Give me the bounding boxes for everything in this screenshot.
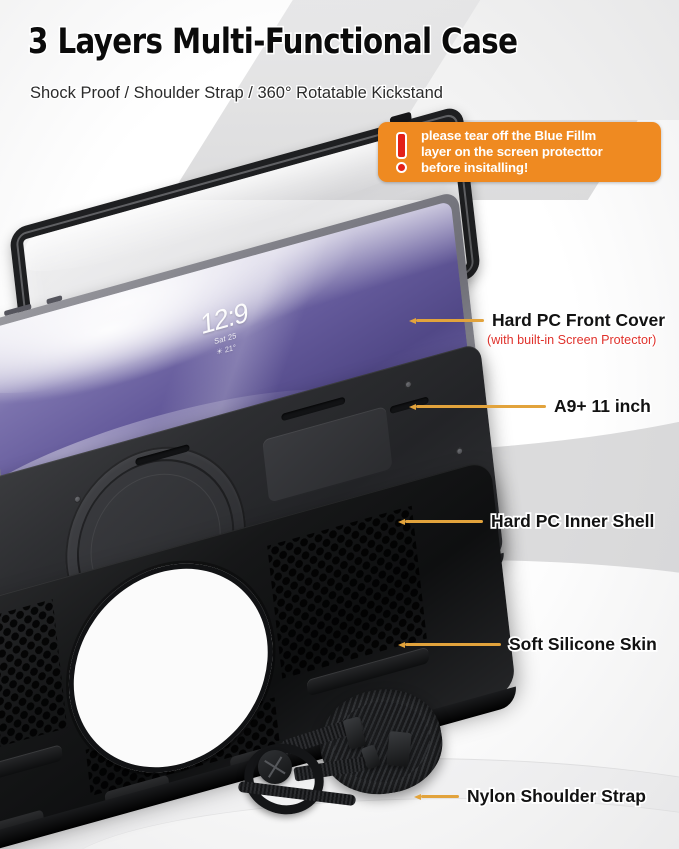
callout-label: Nylon Shoulder Strap — [465, 784, 647, 807]
leader-line — [416, 319, 484, 322]
leader-arrow — [398, 518, 405, 525]
strap-buckle — [386, 730, 412, 768]
shell-screw — [404, 380, 413, 390]
leader-arrow — [414, 793, 421, 800]
nylon-shoulder-strap — [236, 681, 452, 823]
callout-hard-pc-inner-shell: Hard PC Inner Shell — [398, 509, 656, 533]
leader-arrow — [409, 403, 416, 410]
shell-flat-pad — [262, 406, 393, 503]
lockscreen-clock: 12:9 Sat 25 ☀ 21° — [200, 297, 250, 361]
warning-line-3: before insitalling! — [421, 160, 529, 176]
callout-label: Soft Silicone Skin — [507, 632, 658, 655]
leader-arrow — [409, 317, 416, 324]
callout-nylon-shoulder-strap: Nylon Shoulder Strap — [414, 784, 648, 808]
callout-label: Hard PC Inner Shell — [489, 509, 656, 532]
warning-line-1: please tear off the Blue Fillm — [421, 127, 597, 143]
silicone-grip-rail — [0, 744, 63, 792]
strap-carabiner-clip — [258, 750, 292, 784]
leader-line — [405, 643, 501, 646]
warning-line-2: layer on the screen protecttor — [421, 143, 603, 159]
leader-line — [416, 405, 546, 408]
shell-screw — [455, 446, 464, 456]
honeycomb-texture — [0, 599, 68, 764]
page-title: 3 Layers Multi-Functional Case — [27, 20, 520, 63]
leader-arrow — [398, 641, 405, 648]
callout-hard-pc-front-cover: Hard PC Front Cover — [409, 308, 667, 332]
shell-vent-slot — [281, 396, 346, 422]
leader-line — [405, 520, 483, 523]
page-subtitle: Shock Proof / Shoulder Strap / 360° Rota… — [29, 83, 445, 104]
shell-screw — [73, 494, 82, 504]
warning-text: please tear off the Blue Fillm layer on … — [421, 128, 609, 177]
callout-label: A9+ 11 inch — [552, 394, 652, 417]
leader-line — [421, 795, 459, 798]
exclamation-icon — [388, 131, 414, 173]
callout-sublabel: (with built-in Screen Protector) — [486, 332, 658, 349]
callout-label: Hard PC Front Cover — [490, 308, 666, 331]
warning-badge: please tear off the Blue Fillm layer on … — [378, 122, 661, 182]
callout-soft-silicone-skin: Soft Silicone Skin — [398, 632, 659, 656]
callout-a9-plus-11-inch: A9+ 11 inch — [409, 394, 652, 418]
